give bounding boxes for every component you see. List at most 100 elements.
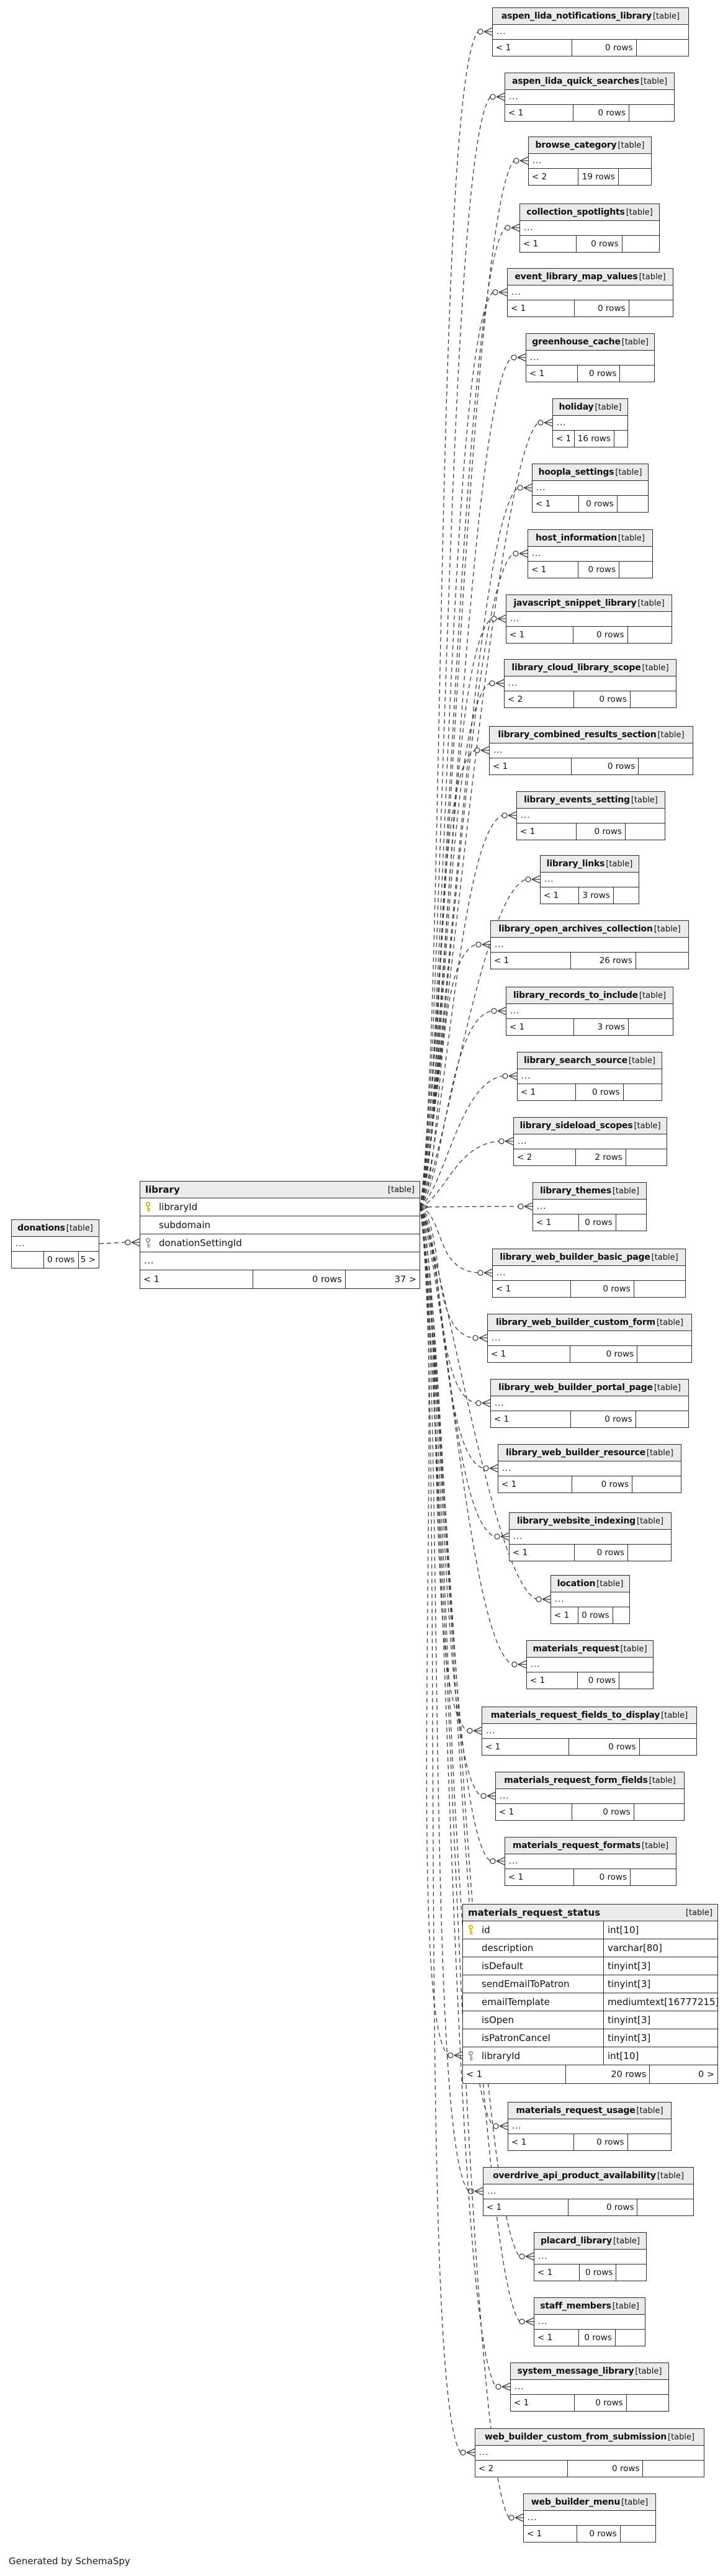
- table-header: library_cloud_library_scope[table]: [505, 660, 676, 676]
- table-tag: [table]: [615, 467, 642, 477]
- table-name: library_web_builder_portal_page: [498, 1383, 653, 1393]
- stats-children: [613, 1607, 629, 1623]
- table-library_web_builder_custom_form[interactable]: library_web_builder_custom_form[table]..…: [487, 1314, 692, 1363]
- table-header: hoopla_settings[table]: [533, 464, 648, 481]
- table-tag: [table]: [612, 2301, 639, 2311]
- stats-parents: < 2: [514, 1149, 576, 1165]
- table-name: hoopla_settings: [538, 467, 614, 477]
- column-type: mediumtext[16777215]: [603, 1993, 719, 2011]
- table-name: library_combined_results_section: [498, 730, 657, 740]
- table-materials_request_form_fields[interactable]: materials_request_form_fields[table]...<…: [495, 1772, 685, 1821]
- table-library_web_builder_basic_page[interactable]: library_web_builder_basic_page[table]...…: [492, 1249, 686, 1298]
- table-library_web_builder_resource[interactable]: library_web_builder_resource[table]...< …: [498, 1444, 681, 1493]
- table-tag: [table]: [631, 795, 658, 805]
- table-header: materials_request[table]: [527, 1641, 653, 1658]
- column-type: tinyint[3]: [603, 1975, 717, 1993]
- table-header: holiday[table]: [553, 399, 627, 416]
- column-name: sendEmailToPatron: [482, 1978, 570, 1990]
- table-overdrive_api_product_availability[interactable]: overdrive_api_product_availability[table…: [483, 2167, 694, 2216]
- column-name: isOpen: [482, 2014, 515, 2026]
- column-type: int[10]: [603, 1921, 717, 1939]
- table-header: host_information[table]: [528, 530, 652, 547]
- stats-children: [629, 1019, 673, 1035]
- table-library_open_archives_collection[interactable]: library_open_archives_collection[table].…: [490, 920, 689, 969]
- table-name: materials_request_formats: [512, 1841, 640, 1851]
- column-row-donationSettingId: donationSettingId: [140, 1234, 420, 1252]
- table-header: library[table]: [140, 1182, 420, 1198]
- stats-children: [632, 1476, 681, 1492]
- table-name: library_themes: [540, 1186, 611, 1196]
- table-tag: [table]: [646, 1448, 673, 1458]
- table-aspen_lida_notifications_library[interactable]: aspen_lida_notifications_library[table].…: [492, 7, 689, 56]
- table-name: collection_spotlights: [526, 207, 625, 217]
- table-name: library_open_archives_collection: [498, 924, 653, 934]
- stats-rows: 0 rows: [570, 1346, 638, 1362]
- table-library_web_builder_portal_page[interactable]: library_web_builder_portal_page[table]..…: [490, 1379, 689, 1428]
- table-web_builder_custom_from_submission[interactable]: web_builder_custom_from_submission[table…: [475, 2428, 704, 2477]
- table-library_cloud_library_scope[interactable]: library_cloud_library_scope[table]...< 2…: [504, 659, 676, 708]
- table-header: library_web_builder_portal_page[table]: [491, 1380, 688, 1396]
- stats-children: [618, 496, 648, 512]
- stats-rows: 0 rows: [577, 236, 622, 252]
- stats-parents: < 1: [508, 2134, 575, 2150]
- primary-key-icon: [145, 1201, 151, 1213]
- foreign-key-icon: [467, 2050, 474, 2062]
- table-library_combined_results_section[interactable]: library_combined_results_section[table].…: [489, 726, 693, 775]
- table-tag: [table]: [628, 1056, 655, 1066]
- table-tag: [table]: [596, 1579, 624, 1589]
- column-name: description: [482, 1942, 534, 1954]
- stats-rows: 0 rows: [575, 1545, 629, 1561]
- stats-rows: 0 rows: [568, 2461, 644, 2477]
- table-name: materials_request: [533, 1644, 619, 1654]
- table-header: donations[table]: [12, 1220, 99, 1237]
- ellipsis-row: ...: [140, 1252, 420, 1270]
- stats-parents: < 1: [491, 953, 571, 969]
- stats-parents: < 1: [511, 2395, 575, 2411]
- stats-rows: 0 rows: [575, 2395, 627, 2411]
- table-tag: [table]: [657, 2171, 684, 2181]
- stats-rows: 0 rows: [569, 1739, 640, 1755]
- table-materials_request_fields_to_display[interactable]: materials_request_fields_to_display[tabl…: [482, 1707, 697, 1756]
- table-tag: [table]: [618, 140, 645, 150]
- stats-parents: < 1: [463, 2065, 567, 2083]
- table-name: library_cloud_library_scope: [511, 663, 641, 673]
- table-tag: [table]: [649, 1775, 676, 1785]
- column-name: libraryId: [482, 2050, 521, 2062]
